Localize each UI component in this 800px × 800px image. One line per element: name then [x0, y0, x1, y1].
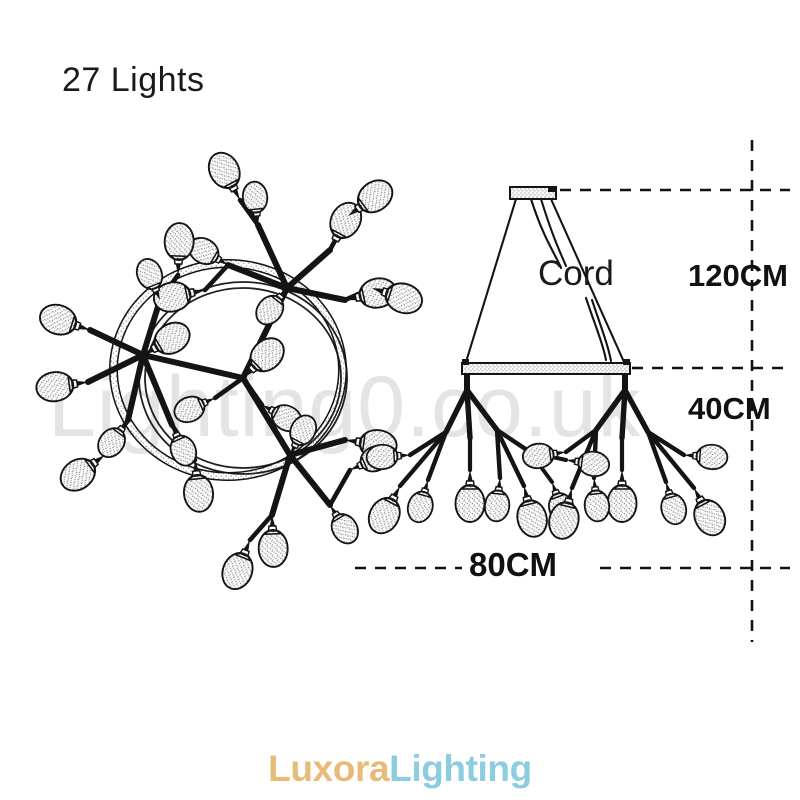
cord-label: Cord — [538, 254, 614, 293]
brand-logo-part-one: Luxora — [268, 748, 390, 789]
ring-leaf-shades — [33, 146, 427, 595]
hanging-leaf-shades — [361, 439, 733, 543]
dimension-label-height-total: 120CM — [688, 258, 788, 293]
dimension-lines — [355, 140, 790, 642]
ring-branch-armature — [85, 197, 375, 543]
hanging-branch-armature — [397, 387, 697, 491]
left-view-ring-chandelier — [33, 146, 427, 595]
page-title: 27 Lights — [62, 61, 205, 99]
brand-logo-part-two: Lighting — [389, 748, 532, 789]
horizontal-support-bar — [461, 359, 631, 390]
right-view-side-elevation — [361, 186, 733, 543]
suspension-cords — [464, 197, 626, 364]
dimension-label-width-fixture: 80CM — [469, 546, 558, 583]
ceiling-canopy — [509, 186, 557, 200]
brand-logo: LuxoraLighting — [0, 748, 800, 790]
dimension-label-height-fixture: 40CM — [688, 391, 771, 426]
